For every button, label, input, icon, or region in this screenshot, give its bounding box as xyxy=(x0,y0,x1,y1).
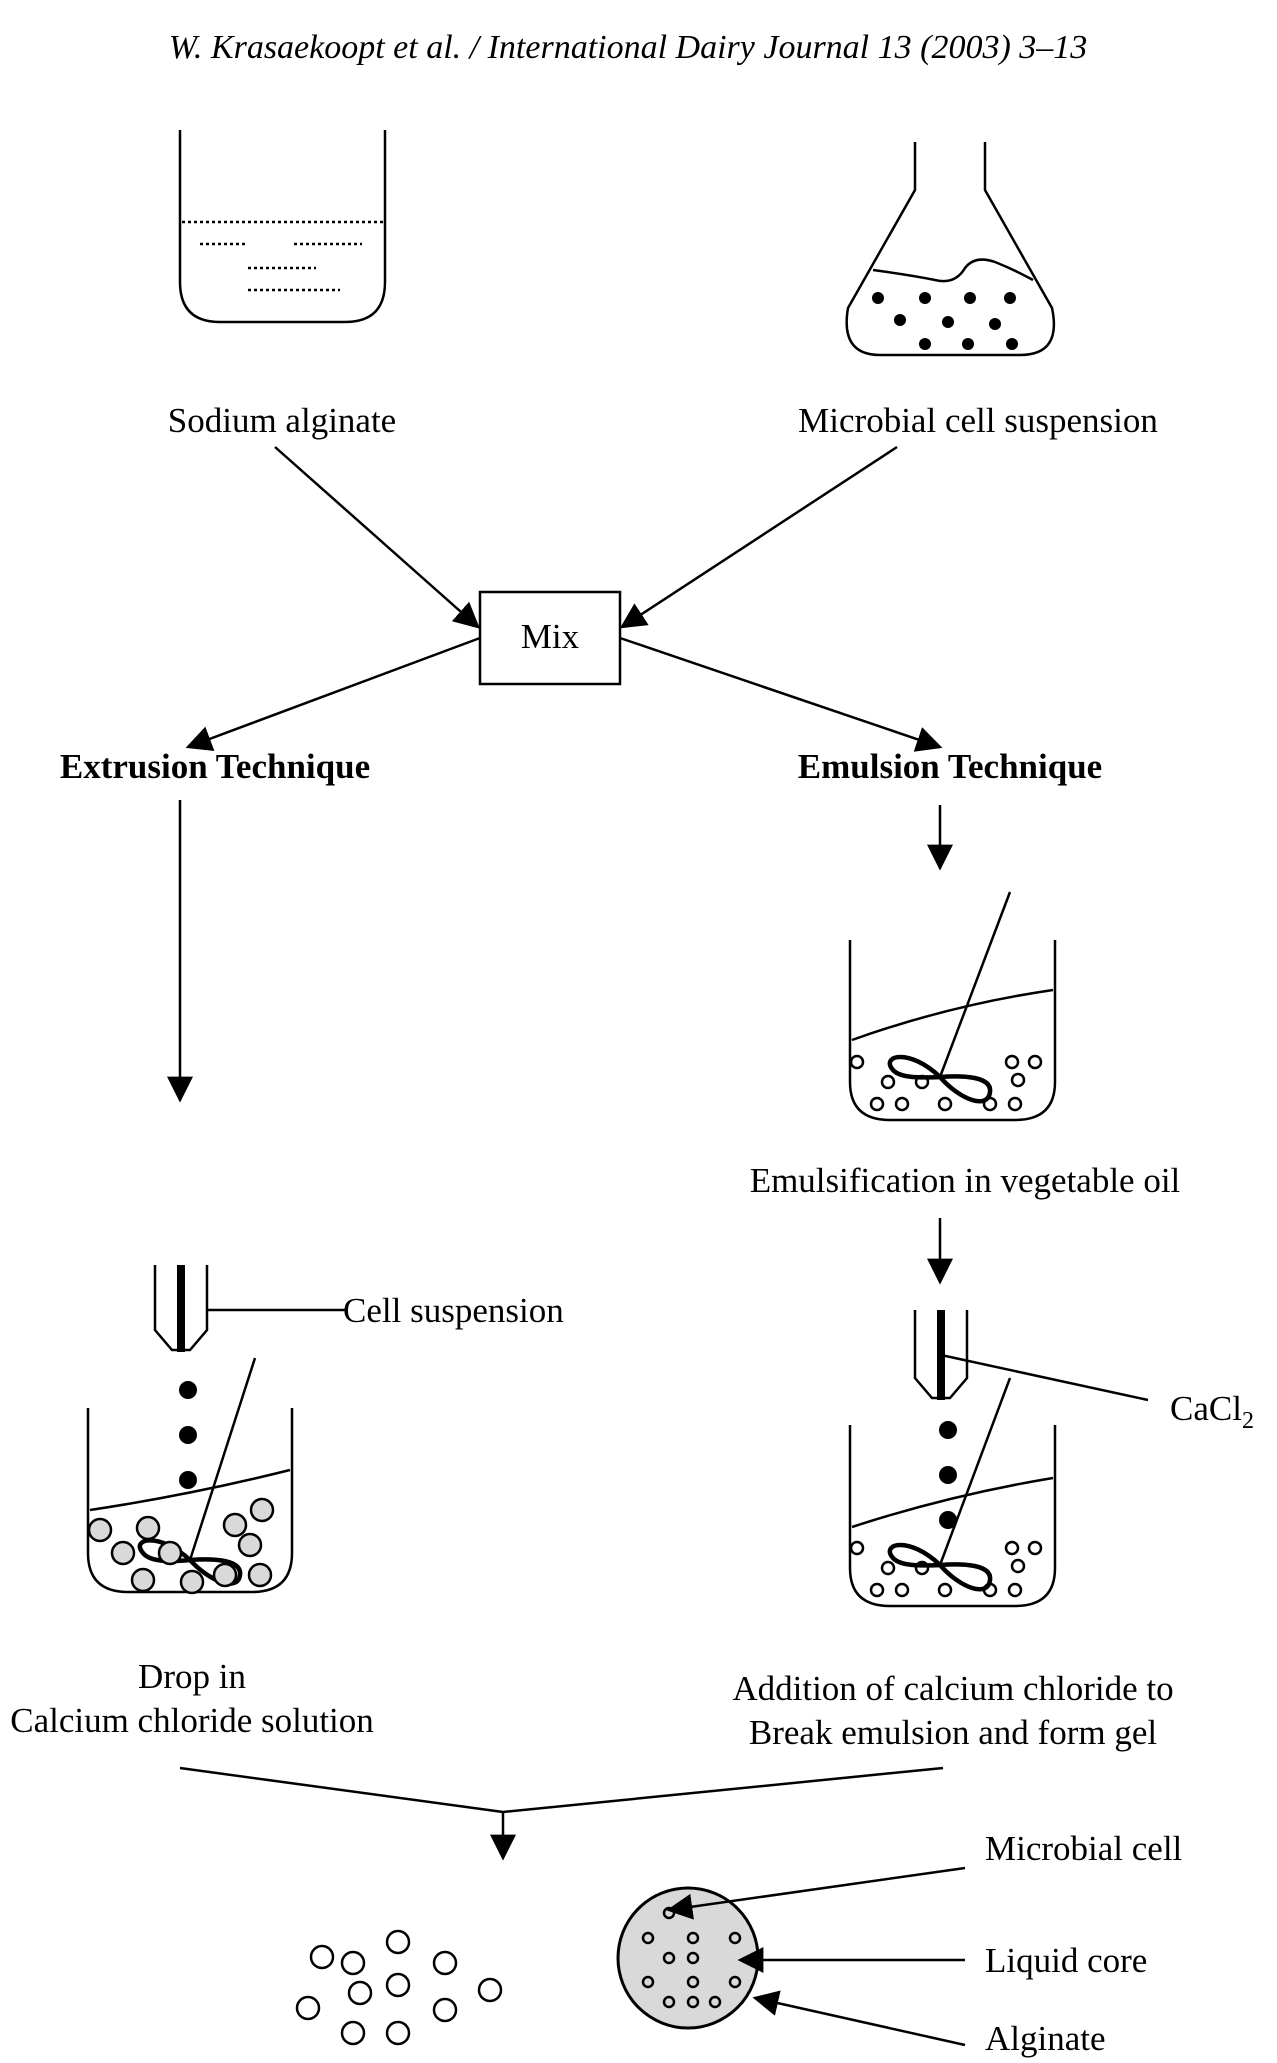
microbial-flask-icon xyxy=(845,142,1056,357)
cacl2-label: CaCl2 xyxy=(1170,1389,1254,1434)
microbial-cell-label: Microbial cell xyxy=(985,1829,1183,1868)
alginate-bead-icon xyxy=(616,1886,760,2030)
cacl2-drops-icon xyxy=(939,1421,957,1529)
arrow-alginate-to-mix xyxy=(274,446,480,629)
falling-drops-icon xyxy=(179,1381,197,1489)
calcium-chloride-beaker-icon xyxy=(86,1357,294,1595)
mix-label: Mix xyxy=(521,617,580,656)
page-header: W. Krasaekoopt et al. / International Da… xyxy=(169,29,1088,66)
cacl2-nozzle-icon xyxy=(913,1310,1149,1402)
arrow-suspension-to-mix xyxy=(619,445,898,629)
arrow-to-alginate xyxy=(752,1990,966,2047)
cell-suspension-label: Cell suspension xyxy=(343,1291,564,1330)
emulsification-beaker-icon xyxy=(848,891,1057,1122)
sodium-alginate-label: Sodium alginate xyxy=(168,401,396,440)
emulsification-label: Emulsification in vegetable oil xyxy=(750,1161,1181,1200)
arrow-mix-to-extrusion xyxy=(185,636,481,751)
mix-box xyxy=(478,590,622,686)
alginate-label: Alginate xyxy=(985,2019,1106,2058)
converging-lines xyxy=(179,1766,944,1861)
drop-in-label-line1: Drop in xyxy=(138,1657,246,1696)
extrusion-technique-heading: Extrusion Technique xyxy=(60,747,370,786)
addition-label-line1: Addition of calcium chloride to xyxy=(732,1669,1173,1708)
addition-label-line2: Break emulsion and form gel xyxy=(749,1713,1158,1752)
arrow-mix-to-emulsion xyxy=(619,636,943,752)
gel-formation-beaker-icon xyxy=(848,1377,1057,1608)
arrow-to-microbial-cell xyxy=(666,1866,966,1920)
sodium-alginate-beaker-icon xyxy=(178,130,387,324)
emulsion-technique-heading: Emulsion Technique xyxy=(798,747,1102,786)
liquid-core-label: Liquid core xyxy=(985,1941,1147,1980)
drop-in-label-line2: Calcium chloride solution xyxy=(10,1701,374,1740)
beads-cluster-icon xyxy=(295,1929,503,2046)
microbial-suspension-label: Microbial cell suspension xyxy=(798,401,1158,440)
extrusion-nozzle-icon xyxy=(153,1265,345,1352)
